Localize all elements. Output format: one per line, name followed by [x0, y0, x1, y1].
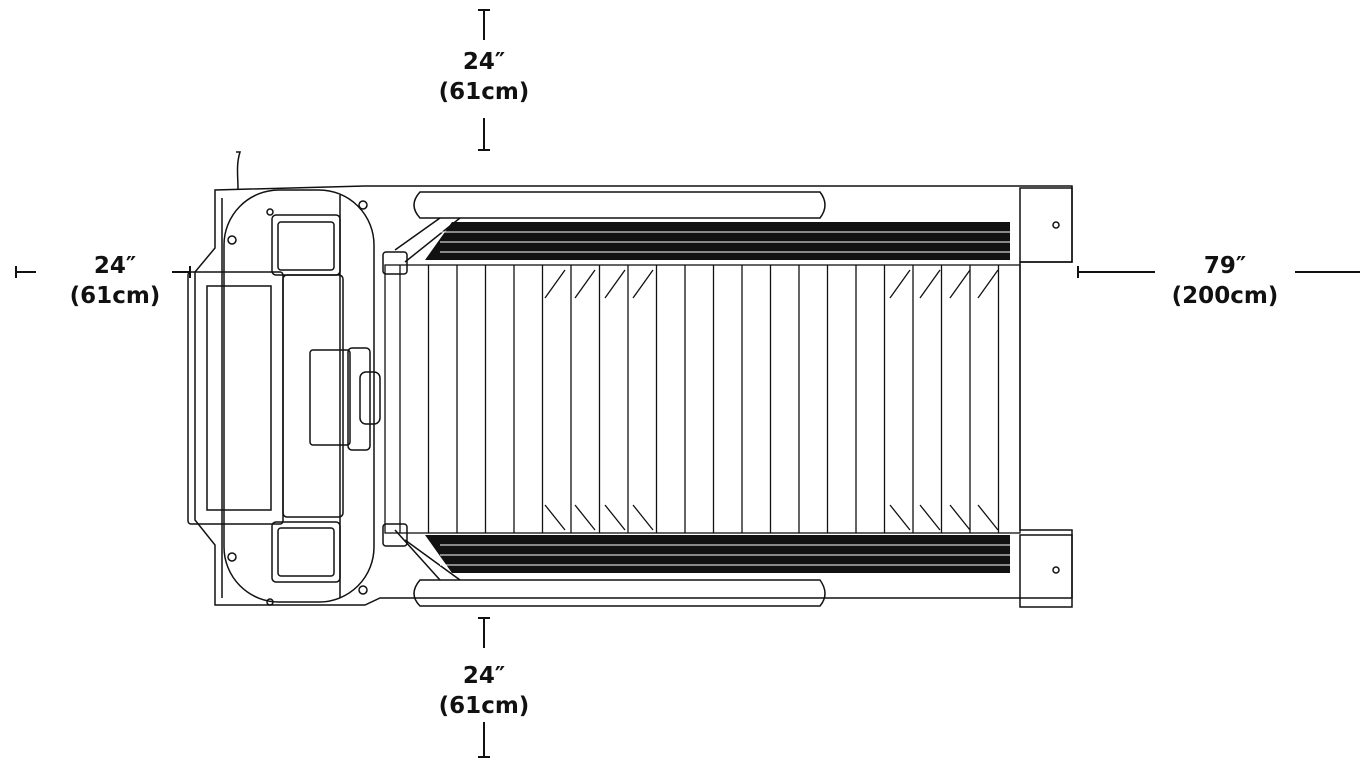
bolt: [266, 598, 274, 606]
left-clearance-label: 24″ (61cm): [50, 251, 180, 311]
bolt: [358, 585, 368, 595]
right-dimension-line: [1077, 266, 1360, 278]
console-base: [282, 274, 344, 518]
top-clearance-label: 24″ (61cm): [424, 47, 544, 107]
bolt: [1052, 221, 1060, 229]
bolt: [266, 208, 274, 216]
bottom-tray-inner: [277, 527, 335, 577]
top-tray: [271, 214, 341, 276]
control-pad: [347, 347, 371, 451]
bolt: [1052, 566, 1060, 574]
top-tray-inner: [277, 221, 335, 271]
top-grip-sensor: [382, 251, 408, 275]
length-label: 79″ (200cm): [1160, 251, 1290, 311]
top-clearance-imperial: 24″: [462, 49, 506, 75]
bottom-dimension-line: [478, 617, 490, 758]
bolt: [227, 552, 237, 562]
length-metric: (200cm): [1171, 283, 1279, 309]
power-cord: [236, 151, 242, 191]
bottom-clearance-label: 24″ (61cm): [424, 661, 544, 721]
bottom-clearance-metric: (61cm): [438, 693, 530, 719]
belt-slats: [399, 265, 1000, 533]
side-rail-grooves: [440, 231, 1010, 566]
console-handle: [309, 349, 351, 446]
bottom-tray: [271, 521, 341, 583]
left-dimension-line: [15, 266, 191, 278]
bottom-side-rail: [425, 535, 1010, 573]
belt-outline: [384, 264, 1021, 534]
length-imperial: 79″: [1203, 253, 1247, 279]
left-clearance-imperial: 24″: [93, 253, 137, 279]
treadmill-top-view: [187, 151, 1073, 608]
top-clearance-metric: (61cm): [438, 79, 530, 105]
safety-key: [359, 371, 381, 425]
bottom-grip-sensor: [382, 523, 408, 547]
belt-diagonal-marks: [544, 269, 999, 531]
bolt: [358, 200, 368, 210]
dimension-lines: [15, 9, 1360, 758]
bottom-clearance-imperial: 24″: [462, 663, 506, 689]
running-belt: [384, 264, 1021, 534]
side-rails: [425, 222, 1010, 573]
bottom-handrail: [413, 579, 826, 607]
frame-inner-lines: [221, 195, 341, 598]
bolt: [227, 235, 237, 245]
motor-hood: [223, 189, 375, 603]
rear-cap-top: [1019, 187, 1073, 263]
left-clearance-metric: (61cm): [69, 283, 161, 309]
rear-cap-bottom: [1019, 534, 1073, 608]
bottom-handrail-support: [394, 529, 461, 581]
console-screen: [206, 285, 272, 511]
top-side-rail: [425, 222, 1010, 260]
top-handrail: [413, 191, 826, 219]
console-frame: [187, 271, 284, 525]
top-dimension-line: [478, 9, 490, 151]
